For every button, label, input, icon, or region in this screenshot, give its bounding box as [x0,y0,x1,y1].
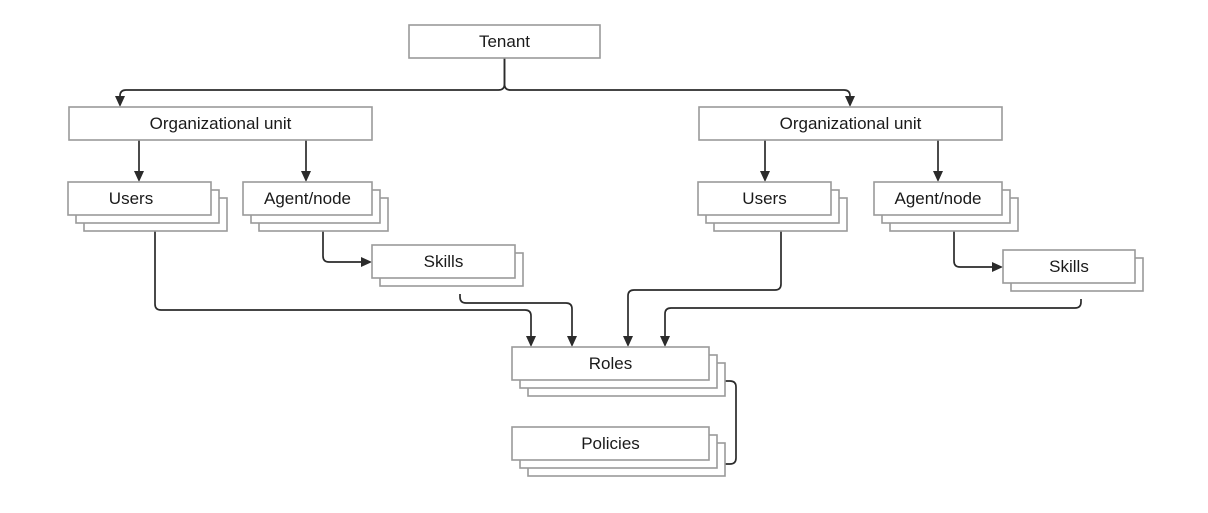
node-tenant[interactable]: Tenant [408,24,601,59]
node-ou-right-box[interactable] [698,106,1003,141]
node-agent-right[interactable]: Agent/node [873,181,1019,232]
arrowhead-down-icon [623,336,633,347]
node-skills-left[interactable]: Skills [371,244,524,287]
arrowhead-right-icon [992,262,1003,272]
arrowhead-down-icon [115,96,125,107]
edge-ou-right-to-agent [933,140,943,182]
node-policies[interactable]: Policies [511,426,726,477]
arrowhead-down-icon [760,171,770,182]
edge-users-right-to-roles [623,231,782,347]
node-ou-left-box[interactable] [68,106,373,141]
node-agent-left-box[interactable] [242,181,373,216]
arrowhead-down-icon [567,336,577,347]
edge-tenant-to-ou-left [115,58,506,107]
edge-skills-right-to-roles [660,299,1082,347]
node-skills-right[interactable]: Skills [1002,249,1144,292]
node-policies-box[interactable] [511,426,710,461]
arrowhead-down-icon [526,336,536,347]
arrowhead-down-icon [660,336,670,347]
edge-agent-left-to-skills [322,231,372,267]
edge-tenant-to-ou-right [503,58,855,107]
node-skills-left-box[interactable] [371,244,516,279]
edge-users-left-to-roles [154,231,536,347]
connector-layer [115,58,1082,469]
arrowhead-down-icon [845,96,855,107]
node-agent-right-box[interactable] [873,181,1003,216]
node-agent-left[interactable]: Agent/node [242,181,389,232]
edge-skills-left-to-roles [459,294,577,347]
node-users-left[interactable]: Users [67,181,228,232]
node-users-right-box[interactable] [697,181,832,216]
arrowhead-right-icon [361,257,372,267]
edge-ou-right-to-users [760,140,770,182]
arrowhead-down-icon [301,171,311,182]
node-skills-right-box[interactable] [1002,249,1136,284]
edge-ou-left-to-users [134,140,144,182]
edge-agent-right-to-skills [953,231,1003,272]
node-roles-box[interactable] [511,346,710,381]
node-ou-left[interactable]: Organizational unit [68,106,373,141]
node-ou-right[interactable]: Organizational unit [698,106,1003,141]
node-users-right[interactable]: Users [697,181,848,232]
edge-ou-left-to-agent [301,140,311,182]
node-tenant-box[interactable] [408,24,601,59]
node-users-left-box[interactable] [67,181,212,216]
node-roles[interactable]: Roles [511,346,726,397]
arrowhead-down-icon [933,171,943,182]
arrowhead-down-icon [134,171,144,182]
